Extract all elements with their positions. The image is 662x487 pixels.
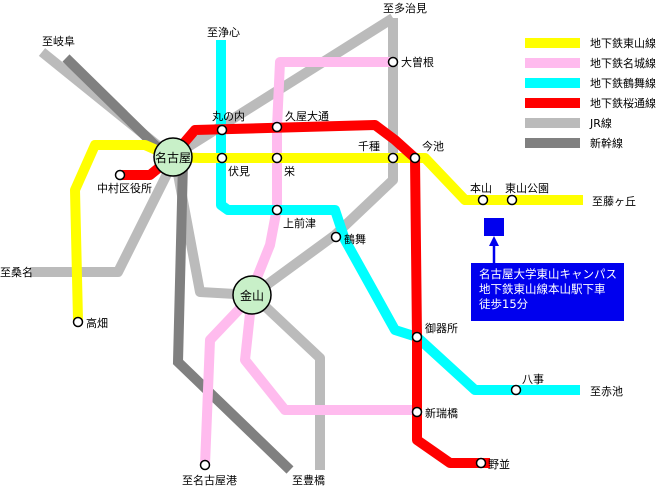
legend-label-jr: JR線 xyxy=(589,116,612,130)
station-tsurumai[interactable] xyxy=(330,231,342,243)
label-higashiyama-koen: 東山公園 xyxy=(505,182,549,195)
label-aratamabashi: 新瑞橋 xyxy=(425,406,458,420)
legend-swatch-jr xyxy=(525,118,580,128)
label-takabata: 高畑 xyxy=(86,316,108,330)
label-yagoto: 八事 xyxy=(522,373,544,386)
shinkansen-line xyxy=(62,54,294,474)
station-chikusa[interactable] xyxy=(387,152,399,164)
campus-callout: 名古屋大学東山キャンパス 地下鉄東山線本山駅下車 徒歩15分 xyxy=(471,263,624,321)
legend-label-higashiyama: 地下鉄東山線 xyxy=(590,36,656,50)
callout-arrow xyxy=(489,236,499,264)
callout-line-1: 名古屋大学東山キャンパス xyxy=(479,267,617,281)
label-ozone: 大曽根 xyxy=(401,55,434,69)
station-motoyama[interactable] xyxy=(477,194,489,206)
station-sakae[interactable] xyxy=(271,152,283,164)
label-marunouchi: 丸の内 xyxy=(212,109,245,123)
label-imaike: 今池 xyxy=(422,139,444,153)
label-nakamura-kuyakusho: 中村区役所 xyxy=(97,181,152,195)
label-nonami: 野並 xyxy=(488,457,510,471)
station-aratamabashi[interactable] xyxy=(411,406,423,418)
legend-label-shinkansen: 新幹線 xyxy=(590,136,623,150)
legend-swatch-sakuradori xyxy=(525,98,580,108)
legend-label-tsurumai: 地下鉄鶴舞線 xyxy=(590,76,656,90)
label-motoyama: 本山 xyxy=(470,181,492,195)
station-kami-maezu[interactable] xyxy=(271,204,283,216)
legend-swatch-meijo xyxy=(525,58,580,68)
station-nagoyako-end xyxy=(199,459,211,471)
station-higashiyama-koen[interactable] xyxy=(506,194,518,206)
hub-nagoya[interactable]: 名古屋 xyxy=(153,137,193,177)
station-marunouchi[interactable] xyxy=(216,124,228,136)
label-to-nagoyako: 至名古屋港 xyxy=(182,473,237,487)
station-ozone[interactable] xyxy=(387,56,399,68)
tsurumai-line xyxy=(216,40,580,395)
label-to-toyohashi: 至豊橋 xyxy=(292,473,325,487)
label-to-akaike: 至赤池 xyxy=(590,385,623,398)
legend-swatch-tsurumai xyxy=(525,78,580,88)
label-fushimi: 伏見 xyxy=(228,164,250,178)
legend-swatch-higashiyama xyxy=(525,38,580,48)
label-tsurumai: 鶴舞 xyxy=(344,232,366,246)
label-sakae: 栄 xyxy=(284,164,295,178)
label-kami-maezu: 上前津 xyxy=(283,216,316,230)
label-hisaya-odori: 久屋大通 xyxy=(285,109,329,123)
station-yagoto[interactable] xyxy=(510,384,522,396)
station-gokiso[interactable] xyxy=(411,331,423,343)
label-to-fujigaoka: 至藤ヶ丘 xyxy=(592,195,636,208)
hub-nagoya-label: 名古屋 xyxy=(155,150,191,165)
station-markers xyxy=(72,56,522,471)
station-nakamura-kuyakusho[interactable] xyxy=(114,169,126,181)
callout-line-2: 地下鉄東山線本山駅下車 xyxy=(479,282,606,296)
station-hisaya-odori[interactable] xyxy=(271,121,283,133)
label-to-kuwana: 至桑名 xyxy=(0,265,33,279)
campus-marker[interactable] xyxy=(484,218,504,236)
hub-kanayama[interactable]: 金山 xyxy=(232,275,272,315)
station-fushimi[interactable] xyxy=(216,152,228,164)
station-nonami[interactable] xyxy=(475,457,487,469)
legend: 地下鉄東山線 地下鉄名城線 地下鉄鶴舞線 地下鉄桜通線 JR線 新幹線 xyxy=(525,36,656,150)
legend-swatch-shinkansen xyxy=(525,138,580,148)
hub-kanayama-label: 金山 xyxy=(240,288,264,303)
callout-line-3: 徒歩15分 xyxy=(479,297,529,311)
station-imaike[interactable] xyxy=(409,152,421,164)
direction-labels: 至岐阜 至浄心 至多治見 至藤ヶ丘 至桑名 至赤池 至名古屋港 至豊橋 xyxy=(0,1,636,487)
label-gokiso: 御器所 xyxy=(425,321,458,335)
station-takabata[interactable] xyxy=(72,316,84,328)
legend-label-sakuradori: 地下鉄桜通線 xyxy=(590,96,656,110)
label-chikusa: 千種 xyxy=(358,139,380,153)
label-to-gifu: 至岐阜 xyxy=(42,35,75,48)
label-to-jyoshin: 至浄心 xyxy=(207,25,240,39)
station-labels: 中村区役所 丸の内 久屋大通 大曽根 千種 今池 伏見 栄 本山 東山公園 上前… xyxy=(86,55,549,471)
label-to-tajimi: 至多治見 xyxy=(383,1,427,15)
legend-label-meijo: 地下鉄名城線 xyxy=(590,56,656,70)
